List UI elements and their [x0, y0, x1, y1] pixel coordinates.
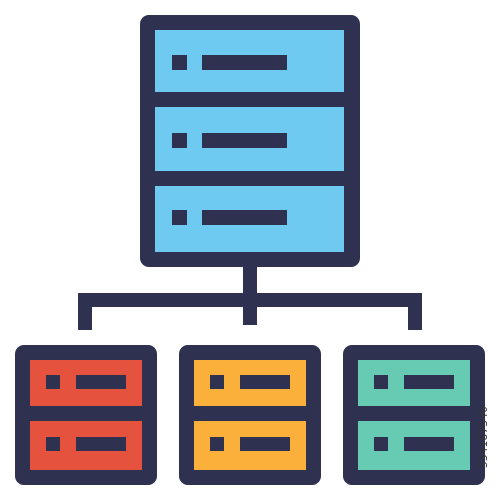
stock-id-label: 534187540 — [472, 387, 496, 487]
main-server-slot-1 — [202, 55, 287, 70]
node-left-slot-2 — [76, 437, 126, 451]
node-middle-led-1 — [210, 375, 224, 389]
node-middle-led-2 — [210, 437, 224, 451]
node-right-slot-2 — [404, 437, 454, 451]
node-right-slot-1 — [404, 375, 454, 389]
node-left-slot-1 — [76, 375, 126, 389]
node-server-left — [15, 345, 157, 485]
main-server-led-1 — [172, 55, 187, 70]
stock-id-text: 534187540 — [478, 406, 490, 468]
node-left-led-2 — [46, 437, 60, 451]
main-server-slot-2 — [202, 133, 287, 148]
node-middle-slot-1 — [240, 375, 290, 389]
node-right-led-1 — [374, 375, 388, 389]
node-server-middle — [179, 345, 321, 485]
main-server-led-3 — [172, 210, 187, 225]
node-server-right — [343, 345, 485, 485]
node-middle-slot-2 — [240, 437, 290, 451]
main-server-led-2 — [172, 133, 187, 148]
node-left-led-1 — [46, 375, 60, 389]
main-server — [140, 15, 360, 267]
network-connector — [78, 262, 422, 330]
main-server-slot-3 — [202, 210, 287, 225]
node-right-led-2 — [374, 437, 388, 451]
